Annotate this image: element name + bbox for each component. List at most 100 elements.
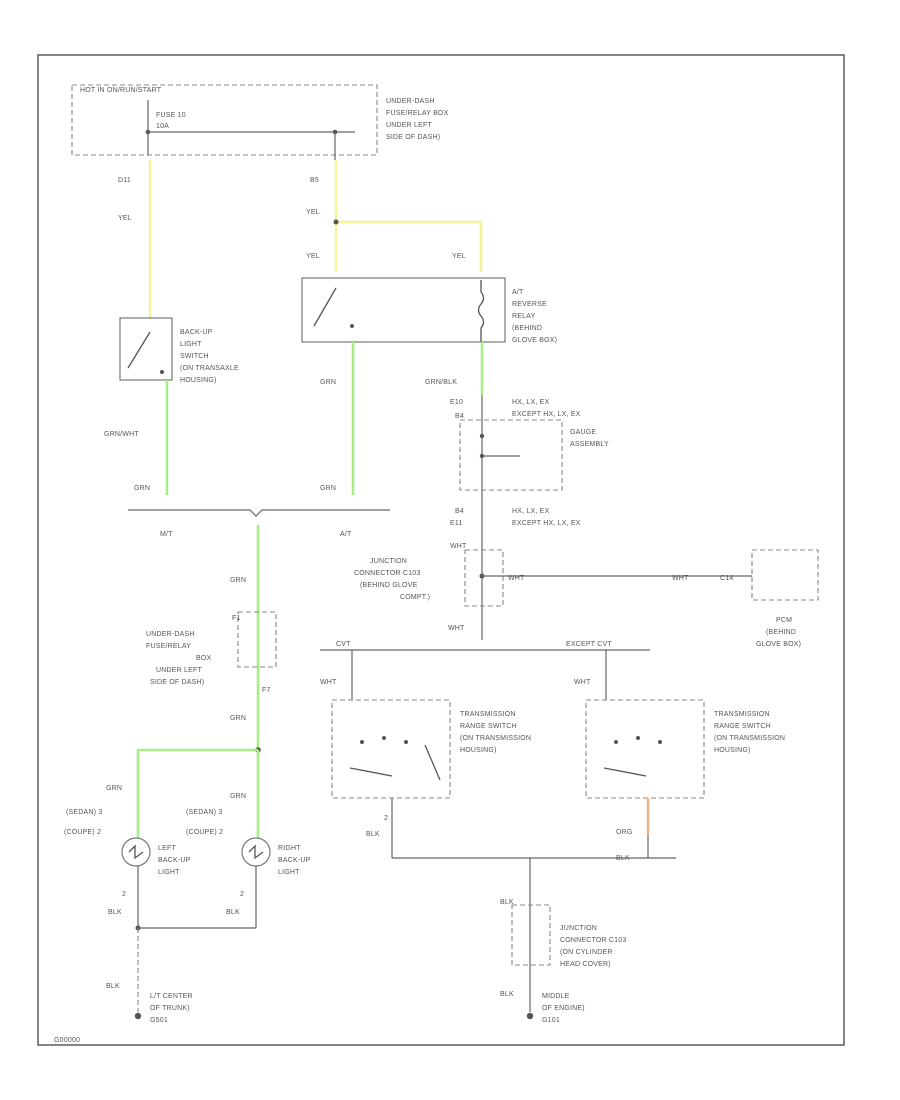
label-org: ORG [616,829,633,836]
label-underdash2-2: FUSE/RELAY [146,643,191,650]
label-right2: BACK-UP [278,857,311,864]
right-backup-light-bulb-icon [241,837,271,867]
trs2-blade [603,767,647,777]
label-jc2-2: CONNECTOR C103 [560,937,626,944]
label-right1: RIGHT [278,845,301,852]
diagram-frame [37,54,845,1046]
gauge-node-a [479,433,485,439]
label-sedan1: (SEDAN) 3 [66,809,102,816]
label-trs1-3: (ON TRANSMISSION [460,735,531,742]
label-pcm2: (BEHIND [766,629,796,636]
label-blk7: BLK [106,983,120,990]
label-gauge1: GAUGE [570,429,596,436]
label-coupe2: (COUPE) 2 [186,829,223,836]
label-relay3: RELAY [512,313,536,320]
label-trs1-1: TRANSMISSION [460,711,516,718]
label-blk5: BLK [108,909,122,916]
label-trs2-1: TRANSMISSION [714,711,770,718]
label-jc2-1: JUNCTION [560,925,597,932]
transmission-range-switch-2 [585,699,705,799]
engine-ground-symbol [526,1012,534,1020]
transmission-range-switch-1 [331,699,451,799]
label-relay5: GLOVE BOX) [512,337,557,344]
trs2-contact-3 [658,740,662,744]
label-grn5: GRN [230,793,246,800]
junction-connector-c103 [464,549,504,607]
backup-light-switch [119,317,173,381]
label-sedan2: (SEDAN) 3 [186,809,222,816]
label-e10: E10 [450,399,463,406]
trs1-blade-b [424,744,441,781]
junction-connector-engine [511,904,551,966]
trunk-ground-symbol [134,1012,142,1020]
label-g1-1: L/T CENTER [150,993,193,1000]
label-left1: LEFT [158,845,176,852]
label-cvt: CVT [336,641,351,648]
trs1-blade [349,767,393,777]
underdash-fuse-box-2 [237,611,277,668]
label-b5: B5 [310,177,319,184]
label-mt: M/T [160,531,173,538]
label-yel4: YEL [452,253,466,260]
label-wht1: WHT [450,543,467,550]
label-backup-sw5: HOUSING) [180,377,217,384]
label-hx1: HX, LX, EX [512,399,550,406]
label-relay2: REVERSE [512,301,547,308]
label-trs2-3: (ON TRANSMISSION [714,735,785,742]
relay-coil [477,280,485,342]
grn-wire-left-light [136,748,258,838]
label-underdash2-5: SIDE OF DASH) [150,679,204,686]
label-blk4: BLK [500,991,514,998]
label-jc2-4: HEAD COVER) [560,961,611,968]
label-g2-1: MIDDLE [542,993,570,1000]
label-pin2c: 2 [240,891,244,898]
yel-splice [333,219,339,225]
label-underdash2-1: UNDER-DASH [146,631,195,638]
label-f7: F7 [262,687,271,694]
label-b4: B4 [455,413,464,420]
merge-bracket [128,509,390,517]
label-pcm3: GLOVE BOX) [756,641,801,648]
label-backup-sw2: LIGHT [180,341,202,348]
label-grn4: GRN [106,785,122,792]
label-hot: HOT IN ON/RUN/START [80,87,162,94]
label-fuse-amp: 10A [156,123,169,130]
label-yel2: YEL [306,209,320,216]
label-g2-3: G101 [542,1017,560,1024]
label-yel1: YEL [118,215,132,222]
label-pcm1: PCM [776,617,792,624]
label-grn-mt: GRN [134,485,150,492]
label-relay1: A/T [512,289,524,296]
gauge-assembly [459,419,563,491]
relay-contact [350,324,354,328]
diagram-code: G00000 [54,1037,80,1044]
pcm-box [751,549,819,601]
label-jc4: COMPT.) [400,594,430,601]
label-backup-sw4: (ON TRANSAXLE [180,365,239,372]
label-except-hx2: EXCEPT HX, LX, EX [512,520,581,527]
label-jc2: CONNECTOR C103 [354,570,420,577]
label-underdash3: UNDER LEFT [386,122,432,129]
label-jc3: (BEHIND GLOVE [360,582,418,589]
trs2-contact-1 [614,740,618,744]
trs1-contact-1 [360,740,364,744]
label-g1-2: OF TRUNK) [150,1005,190,1012]
label-wht4: WHT [448,625,465,632]
label-f1: F1 [232,615,241,622]
label-trs1-4: HOUSING) [460,747,497,754]
label-jc1: JUNCTION [370,558,407,565]
yel-wire-right [334,160,483,272]
label-grn-relay: GRN [320,379,336,386]
label-trs2-2: RANGE SWITCH [714,723,771,730]
label-wht-trs2: WHT [574,679,591,686]
label-hx2: HX, LX, EX [512,508,550,515]
label-blk6: BLK [226,909,240,916]
left-bulb-filament [128,844,144,860]
label-at: A/T [340,531,352,538]
label-g2-2: OF ENGINE) [542,1005,585,1012]
label-underdash2-4: UNDER LEFT [156,667,202,674]
label-grn2: GRN [230,577,246,584]
label-grn3: GRN [230,715,246,722]
backup-switch-blade [127,331,151,369]
label-wht2: WHT [508,575,525,582]
